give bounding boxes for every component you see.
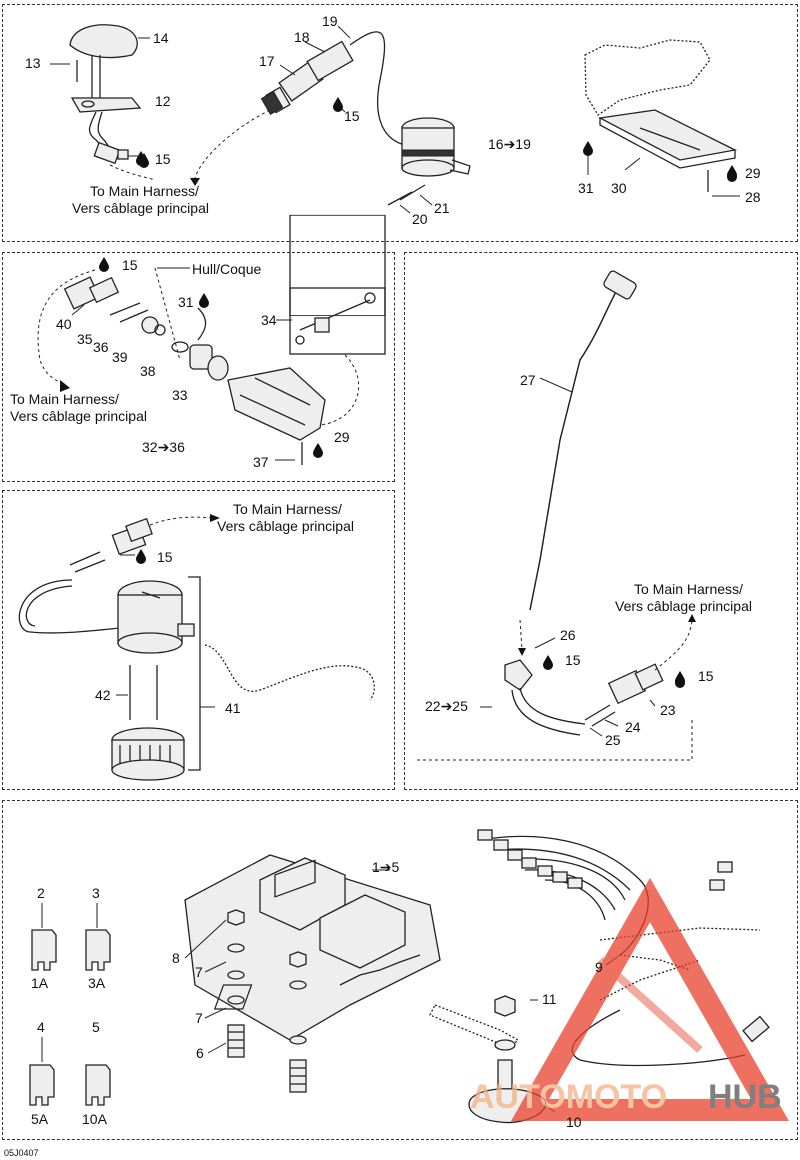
harness-note-line2-p2: Vers câblage principal [10,408,147,424]
fuse-num-2: 2 [37,885,45,901]
callout-p2-31: 31 [178,294,194,310]
callout-p4-25: 25 [605,732,621,748]
callout-29: 29 [745,165,761,181]
harness-note-line1-p4: To Main Harness/ [634,581,743,597]
callout-p5-7a: 7 [195,964,203,980]
panel-sensor-cable [404,252,798,790]
callout-p4-22-25: 22➔25 [425,698,468,714]
callout-p4-23: 23 [660,702,676,718]
figure-code: 05J0407 [4,1148,39,1158]
watermark-triangle-icon [511,877,789,1121]
oil-drop-icon [727,167,737,182]
callout-p5-7b: 7 [195,1010,203,1026]
panel-bilge-pump [2,490,395,790]
fuse-5a-icon [29,1037,55,1106]
callout-15: 15 [155,151,171,167]
dome-cover-part [69,24,138,59]
callout-p4-26: 26 [560,627,576,643]
fuse-num-3: 3 [92,885,100,901]
callout-p2-38: 38 [140,363,156,379]
harness-note-line1-p3: To Main Harness/ [233,501,342,517]
oil-drop-icon [675,673,685,688]
fuse-rating-3a: 3A [88,975,106,991]
callout-21: 21 [434,200,450,216]
callout-p5-10: 10 [566,1114,582,1130]
callout-p4-15b: 15 [698,668,714,684]
watermark-logo: AUTOMOTO HUB [470,877,789,1121]
callout-p2-33: 33 [172,387,188,403]
callout-p2-15: 15 [122,257,138,273]
panel3-drawing [18,514,375,781]
callout-p4-27: 27 [520,372,536,388]
sensor-cable-part [529,284,621,611]
callout-p5-11: 11 [542,991,557,1007]
watermark-text-b: HUB [708,1078,782,1116]
panel4-drawing [415,270,696,761]
callout-31: 31 [578,180,594,196]
callout-14: 14 [153,30,169,46]
callout-p2-29: 29 [334,429,350,445]
block-part [584,39,711,116]
callout-p4-15a: 15 [565,652,581,668]
callout-13: 13 [25,55,41,71]
callout-12: 12 [155,93,171,109]
callout-17: 17 [259,53,275,69]
harness-note-line2-p1: Vers câblage principal [72,200,209,216]
callout-p5-8: 8 [172,950,180,966]
fuse-num-5: 5 [92,1019,100,1035]
callout-19: 19 [322,13,338,29]
callout-p2-37: 37 [253,454,269,470]
nut-washer-stack-right [289,951,307,1093]
fuse-1a-icon [31,903,57,971]
panel-fuse-box [2,800,798,1140]
watermark-text-a: AUTOMOTO [470,1078,667,1116]
callout-p2-36: 36 [93,339,109,355]
callout-p2-34: 34 [261,312,277,328]
callout-p3-42: 42 [95,687,111,703]
fuse-3a-icon [85,903,111,971]
callout-18: 18 [294,29,310,45]
callout-p4-24: 24 [625,719,641,735]
hose-part [204,644,375,701]
callout-16-19: 16➔19 [488,136,531,152]
callout-p5-1-5: 1➔5 [372,859,400,875]
panel1-drawing [50,24,740,214]
panel2-drawing [37,214,386,465]
panel-hull-connector [2,252,395,482]
callout-p2-40: 40 [56,316,72,332]
harness-note-line2-p4: Vers câblage principal [615,598,752,614]
callout-p2-35: 35 [77,331,93,347]
harness-plug-part [227,367,326,441]
fuse-rating-5a: 5A [31,1111,49,1127]
callout-p5-9: 9 [595,959,603,975]
harness-note-line1-p1: To Main Harness/ [90,183,199,199]
callout-28: 28 [745,189,761,205]
panel-switch-assembly [2,4,798,242]
callout-p3-15: 15 [157,549,173,565]
callout-p5-6: 6 [196,1045,204,1061]
harness-note-line1-p2: To Main Harness/ [10,391,119,407]
callout-20: 20 [412,211,428,227]
fuse-num-4: 4 [37,1019,45,1035]
sensor-body-part [504,659,533,691]
callout-p2-32-36: 32➔36 [142,439,185,455]
panel5-drawing [29,829,770,1124]
harness-note-line2-p3: Vers câblage principal [217,518,354,534]
nut-washer-stack-left [213,909,253,1058]
callout-p3-41: 41 [225,700,241,716]
callout-30: 30 [611,180,627,196]
fuse-rating-1a: 1A [31,975,49,991]
fuse-10a-icon [85,1064,111,1106]
hull-note: Hull/Coque [192,261,261,277]
callout-p2-39: 39 [112,349,128,365]
plate-part [597,109,738,161]
fuse-rating-10a: 10A [82,1111,108,1127]
callout-15b: 15 [344,108,360,124]
